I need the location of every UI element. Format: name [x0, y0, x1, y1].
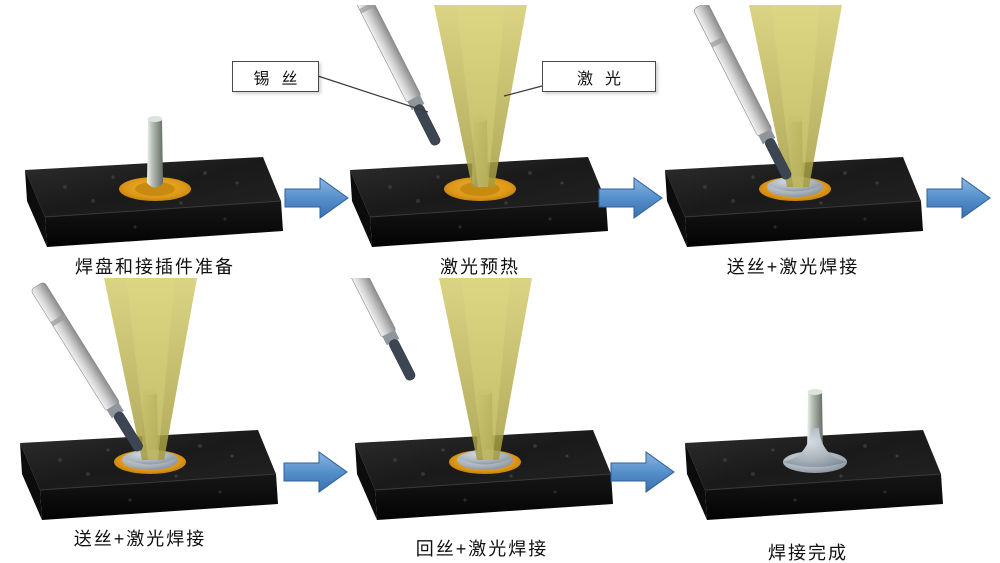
flow-arrow-1 [284, 177, 349, 219]
step-3-panel [645, 5, 945, 255]
laser-beam [104, 278, 197, 460]
step-6-caption: 焊接完成 [768, 543, 848, 563]
scene-step-6 [684, 389, 944, 521]
step-3-caption: 送丝+激光焊接 [726, 257, 860, 277]
step-2-panel [330, 5, 630, 255]
scene-step-3 [664, 5, 924, 248]
scene-step-4 [19, 278, 279, 521]
connector-pin [147, 116, 163, 188]
scene-step-1 [24, 116, 284, 248]
step-1-caption: 焊盘和接插件准备 [75, 257, 235, 277]
wire-feeder [341, 5, 445, 149]
wire-feeder-tool [335, 278, 420, 384]
callout-solder-wire: 锡丝 [232, 61, 319, 92]
laser-beam [434, 5, 527, 187]
flow-arrow-4 [283, 451, 348, 493]
laser-beam [749, 5, 842, 187]
laser-beam [439, 278, 532, 460]
step-5-caption: 回丝+激光焊接 [415, 539, 549, 559]
scene-step-2 [341, 5, 609, 248]
flow-arrow-2 [598, 177, 663, 219]
step-6-panel [665, 278, 965, 528]
scene-step-5 [335, 278, 614, 521]
step-2-caption: 激光预热 [440, 257, 520, 277]
step-4-panel [0, 278, 300, 528]
callout-laser: 激光 [542, 61, 656, 92]
step-4-caption: 送丝+激光焊接 [73, 529, 207, 549]
flow-arrow-3 [926, 177, 991, 219]
wire-feeder-tool [341, 5, 445, 149]
step-1-panel [5, 5, 305, 255]
flow-arrow-5 [610, 451, 675, 493]
step-5-panel [335, 278, 635, 528]
wire-feeder-retracted [335, 278, 420, 384]
